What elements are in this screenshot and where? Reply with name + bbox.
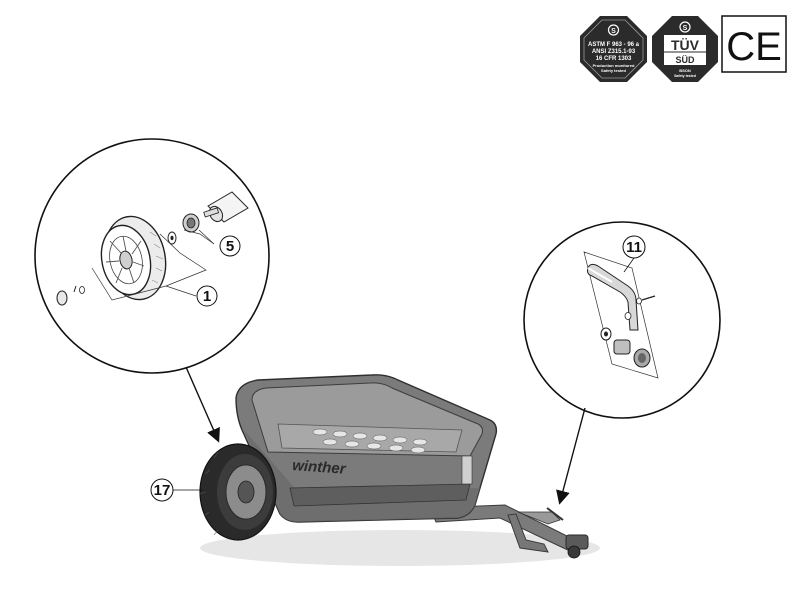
trailer-illustration: winther <box>199 374 600 566</box>
ce-mark-badge: CE <box>721 15 787 73</box>
wheel-detail-arrow <box>185 366 220 443</box>
tuv-sub-text: SÜD <box>675 55 695 65</box>
hub-cap-part <box>56 285 85 306</box>
tuv-certification-badge: S TÜV SÜD BSON Safety tested <box>652 16 718 82</box>
washer-part <box>167 231 177 245</box>
tuv-main-text: TÜV <box>671 37 700 53</box>
callout-11: 11 <box>622 235 646 273</box>
astm-line-1: ASTM F 963 - 96 a <box>588 42 640 48</box>
astm-line-5: Safety tested <box>601 68 626 73</box>
handle-detail-arrow <box>556 407 586 505</box>
wheel-leader-lines <box>91 229 215 301</box>
handle-bolt-part <box>624 295 656 320</box>
trailer-tub: winther <box>235 374 498 523</box>
astm-certification-badge: S ASTM F 963 - 96 a ANSI Z315.1-93 16 CF… <box>580 16 647 82</box>
ce-mark-text: CE <box>726 25 782 69</box>
bushing-part <box>182 213 200 233</box>
trailer-drawbar <box>429 504 589 559</box>
tuv-small-2: Safety tested <box>674 74 696 78</box>
callout-1-label: 1 <box>203 288 211 305</box>
callout-5-label: 5 <box>226 238 234 255</box>
tuv-top-symbol: S <box>683 25 688 32</box>
callout-5: 5 <box>219 235 241 257</box>
astm-line-4: Production monitored <box>593 63 635 68</box>
astm-line-2: ANSI Z315.1-93 <box>592 49 636 55</box>
trailer-wheel <box>199 443 277 541</box>
trailer-brand-logo: winther <box>292 457 348 478</box>
wheel-detail-circle <box>34 138 270 374</box>
tuv-small-1: BSON <box>679 68 691 73</box>
callout-11-label: 11 <box>626 239 642 256</box>
callout-17: 17 <box>150 478 203 502</box>
callout-1: 1 <box>196 285 218 307</box>
astm-top-symbol: S <box>611 28 616 35</box>
callout-17-label: 17 <box>154 482 171 499</box>
handle-bar-part <box>587 263 639 331</box>
astm-line-3: 16 CFR 1303 <box>596 56 632 62</box>
handle-detail-circle <box>523 221 721 419</box>
axle-part <box>203 191 249 223</box>
hitch-knob-part <box>600 327 651 368</box>
